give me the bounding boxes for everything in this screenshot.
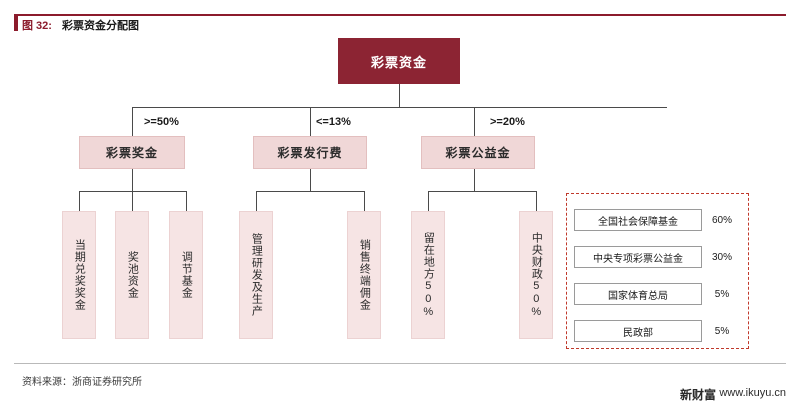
connector-welfare-child-2 <box>536 191 537 211</box>
connector-prize-child-3 <box>186 191 187 211</box>
connector-drop-issue <box>310 107 311 136</box>
connector-drop-welfare <box>474 107 475 136</box>
edge-label-welfare: >=20% <box>490 116 525 128</box>
node-central-finance-label: 中央财政50% <box>530 231 543 319</box>
allocation-name-sport-admin: 国家体育总局 <box>574 283 702 305</box>
node-lottery-prize[interactable]: 彩票奖金 <box>79 136 185 169</box>
edge-label-issue: <=13% <box>316 116 351 128</box>
footer-divider <box>14 363 786 364</box>
node-public-welfare-fund-label: 彩票公益金 <box>445 146 511 160</box>
allocation-name-ssf: 全国社会保障基金 <box>574 209 702 231</box>
figure-title: 彩票资金分配图 <box>62 20 139 32</box>
connector-issue-child-2 <box>364 191 365 211</box>
edge-label-prize: >=50% <box>144 116 179 128</box>
connector-prize-child-2 <box>132 191 133 211</box>
node-issuance-fee[interactable]: 彩票发行费 <box>253 136 367 169</box>
allocation-pct-civil-affairs: 5% <box>714 325 730 337</box>
node-lottery-prize-label: 彩票奖金 <box>105 146 158 160</box>
connector-root-stem <box>399 84 400 107</box>
connector-prize-stem <box>132 169 133 191</box>
figure-number: 图 32: <box>22 20 52 32</box>
node-adjustment-fund[interactable]: 调节基金 <box>169 211 203 339</box>
node-prize-pool-label: 奖池资金 <box>126 251 139 299</box>
header-accent-bar <box>14 16 18 31</box>
allocation-row-sport-admin[interactable]: 国家体育总局 5% <box>574 283 742 305</box>
connector-prize-child-1 <box>79 191 80 211</box>
connector-issue-child-1 <box>256 191 257 211</box>
node-local-retained-label: 留在地方50% <box>422 231 435 319</box>
node-prize-pool[interactable]: 奖池资金 <box>115 211 149 339</box>
node-issuance-fee-label: 彩票发行费 <box>277 146 343 160</box>
node-sales-terminal-commission-label: 销售终端佣金 <box>358 239 371 311</box>
node-management-rnd-production[interactable]: 管理研发及生产 <box>239 211 273 339</box>
allocation-pct-central-special: 30% <box>711 251 732 263</box>
node-root-lottery-funds[interactable]: 彩票资金 <box>338 38 460 84</box>
node-sales-terminal-commission[interactable]: 销售终端佣金 <box>347 211 381 339</box>
node-local-retained[interactable]: 留在地方50% <box>411 211 445 339</box>
connector-drop-prize <box>132 107 133 136</box>
node-current-payout[interactable]: 当期兑奖奖金 <box>62 211 96 339</box>
watermark-url[interactable]: www.ikuyu.cn <box>719 387 786 399</box>
connector-root-bus <box>132 107 667 108</box>
node-management-rnd-production-label: 管理研发及生产 <box>250 233 263 317</box>
node-central-finance[interactable]: 中央财政50% <box>519 211 553 339</box>
allocation-row-central-special[interactable]: 中央专项彩票公益金 30% <box>574 246 742 268</box>
watermark-brand: 新财富 <box>679 388 716 402</box>
connector-welfare-bus <box>428 191 536 192</box>
connector-welfare-stem <box>474 169 475 191</box>
connector-issue-bus <box>256 191 364 192</box>
node-adjustment-fund-label: 调节基金 <box>180 251 193 299</box>
central-finance-allocation-panel <box>566 193 749 349</box>
allocation-pct-sport-admin: 5% <box>714 288 730 300</box>
node-public-welfare-fund[interactable]: 彩票公益金 <box>421 136 535 169</box>
allocation-name-civil-affairs: 民政部 <box>574 320 702 342</box>
connector-issue-stem <box>310 169 311 191</box>
connector-welfare-child-1 <box>428 191 429 211</box>
node-current-payout-label: 当期兑奖奖金 <box>73 239 86 311</box>
node-root-label: 彩票资金 <box>370 54 427 70</box>
allocation-name-central-special: 中央专项彩票公益金 <box>574 246 702 268</box>
allocation-pct-ssf: 60% <box>711 214 732 226</box>
allocation-row-ssf[interactable]: 全国社会保障基金 60% <box>574 209 742 231</box>
allocation-row-civil-affairs[interactable]: 民政部 5% <box>574 320 742 342</box>
source-note: 资料来源：浙商证券研究所 <box>22 377 142 388</box>
header-divider <box>14 14 786 16</box>
